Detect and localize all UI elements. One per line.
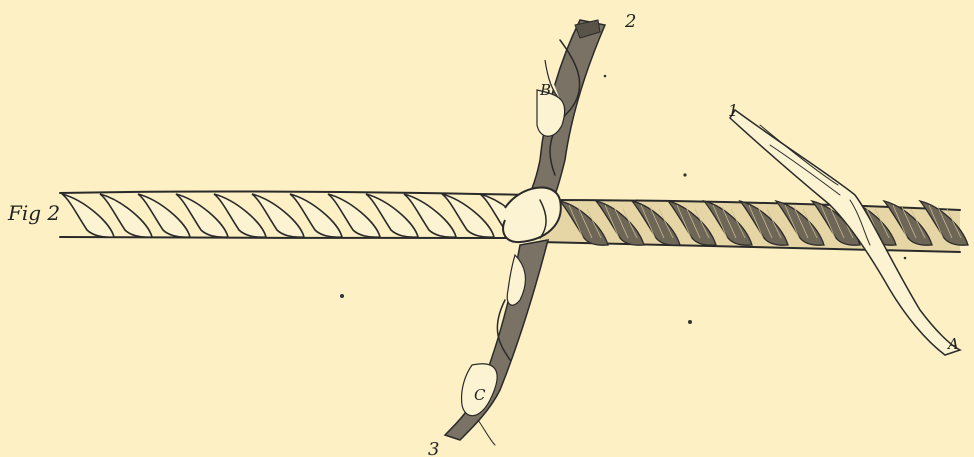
marker-b: B bbox=[539, 81, 551, 99]
strand-number-3: 3 bbox=[428, 439, 439, 457]
strand-number-2: 2 bbox=[624, 11, 636, 32]
strand-number-1: 1 bbox=[728, 101, 738, 120]
figure-label: Fig 2 bbox=[7, 201, 60, 225]
rope-left-light bbox=[60, 192, 532, 238]
marker-a: A bbox=[946, 335, 959, 353]
rope-right-dark bbox=[540, 200, 968, 252]
print-specks bbox=[340, 75, 906, 324]
marker-c: C bbox=[474, 386, 486, 404]
